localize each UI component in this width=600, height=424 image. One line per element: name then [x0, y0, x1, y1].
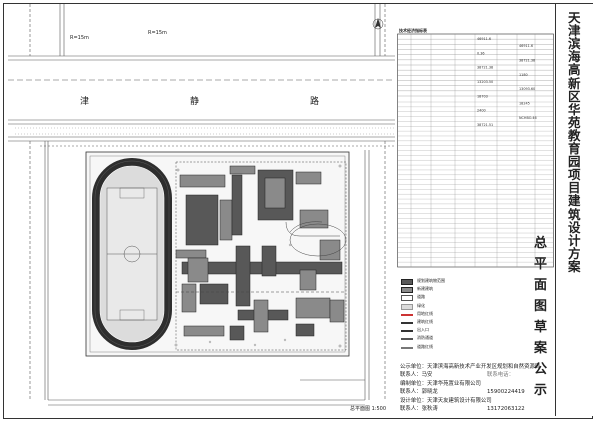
road-name-char-2: 静 [190, 97, 200, 107]
buildings [175, 165, 345, 341]
legend-label: 消防通道 [417, 335, 433, 341]
title-char: 苑 [568, 114, 581, 130]
legend-label: 新建建筑 [417, 286, 433, 292]
legend-label: 道路红线 [417, 343, 433, 349]
title-char: 教 [568, 127, 581, 143]
title-char: 滨 [568, 36, 581, 52]
title-char: 新 [568, 75, 581, 91]
subtitle-char: 公 [534, 362, 548, 377]
legend-label: 建筑红线 [417, 319, 433, 324]
legend-swatch [401, 322, 413, 324]
legend-label: 绿化 [417, 302, 425, 308]
title-char: 园 [568, 154, 581, 170]
table-value: 38721.51 [477, 123, 493, 127]
title-char: 建 [568, 193, 581, 209]
road-label-right-top: R=15m [148, 30, 167, 36]
table-value: 46911.6 [519, 44, 533, 48]
legend-label: 道路 [417, 294, 425, 300]
legend-swatch [401, 295, 413, 302]
table-value: 38721.38 [519, 59, 535, 63]
title-char: 育 [568, 141, 581, 156]
phone3: 13172063122 [487, 406, 525, 412]
title-char: 设 [568, 219, 581, 235]
legend-swatch [401, 303, 413, 310]
table-value: 18245 [519, 102, 530, 106]
notice-block: 公示单位：天津滨海高新技术产业开发区规划和自然资源局 联系人：马安 联系电话： … [397, 360, 555, 416]
title-char: 海 [568, 49, 581, 65]
phone2: 15900224419 [487, 389, 525, 395]
hotline-label: 联系电话： [487, 372, 514, 378]
table-value: 2400 [477, 109, 486, 113]
scale-label: 总平面图 1:500 [350, 406, 386, 412]
legend-swatch [401, 279, 413, 285]
table-value: 38721.38 [477, 66, 493, 70]
table-value: 1180 [519, 73, 528, 77]
title-char: 天 [568, 10, 581, 25]
legend-label: 用地红线 [417, 310, 433, 316]
publisher-label: 公示单位：天津滨海高新技术产业开发区规划和自然资源局 [400, 364, 541, 370]
road-network [8, 4, 395, 406]
subtitle-char: 案 [534, 341, 548, 356]
table-value: NCHBO.46 [519, 116, 537, 120]
subtitle-char: 平 [534, 257, 548, 272]
subtitle-char: 图 [534, 299, 548, 314]
title-char: 高 [568, 62, 581, 78]
greenery [174, 164, 342, 348]
title-char: 案 [568, 258, 581, 274]
legend: 规划建筑物范围新建建筑道路绿化用地红线建筑红线出入口消防通道道路红线 [399, 278, 549, 358]
title-char: 目 [568, 180, 581, 196]
legend-swatch [401, 330, 413, 333]
subtitle-char: 面 [534, 278, 548, 293]
table-value: 18703 [477, 94, 488, 98]
road-name-char-1: 津 [80, 97, 90, 107]
title-char: 华 [568, 101, 581, 117]
title-char: 筑 [568, 206, 581, 222]
running-track [92, 158, 172, 350]
contact3-label: 联系人：张秋涛 [400, 406, 438, 412]
title-char: 项 [568, 167, 581, 183]
table-value: 46911.6 [477, 37, 491, 41]
road-name-char-3: 路 [310, 97, 320, 107]
designer-label: 设计单位：天津天友建筑设计有限公司 [400, 398, 492, 404]
subtitle-char: 草 [534, 320, 548, 335]
title-char: 计 [568, 232, 581, 248]
title-char: 津 [568, 23, 581, 39]
table-value: 13203.50 [477, 80, 493, 84]
internal-road [175, 161, 347, 351]
legend-label: 规划建筑物范围 [417, 278, 445, 283]
builder-label: 编制单位：天津华苑置业有限公司 [400, 381, 481, 387]
contact2-label: 联系人：郭晓龙 [400, 389, 438, 395]
title-strip: 天津滨海高新区华苑教育园项目建筑设计方案总平面图草案公示 [534, 4, 594, 416]
title-char: 区 [568, 88, 581, 104]
table-value: 13093.60 [519, 87, 535, 91]
legend-swatch [401, 313, 413, 316]
legend-swatch [401, 287, 413, 294]
title-char: 方 [568, 245, 581, 261]
legend-label: 出入口 [417, 327, 429, 333]
road-label-left-top: R=15m [70, 35, 89, 41]
technical-indicator-table: 46911.6 46911.6 0.36 38721.38 38721.38 1180 13… [397, 33, 554, 268]
contact1-label: 联系人：马安 [400, 372, 433, 378]
table-value: 0.36 [477, 51, 485, 55]
legend-swatch [401, 346, 413, 349]
indicator-table-title: 技术经济指标表 [399, 28, 427, 33]
legend-swatch [401, 338, 413, 341]
subtitle-char: 示 [534, 383, 548, 398]
subtitle-char: 总 [534, 236, 548, 251]
north-arrow [372, 18, 384, 30]
